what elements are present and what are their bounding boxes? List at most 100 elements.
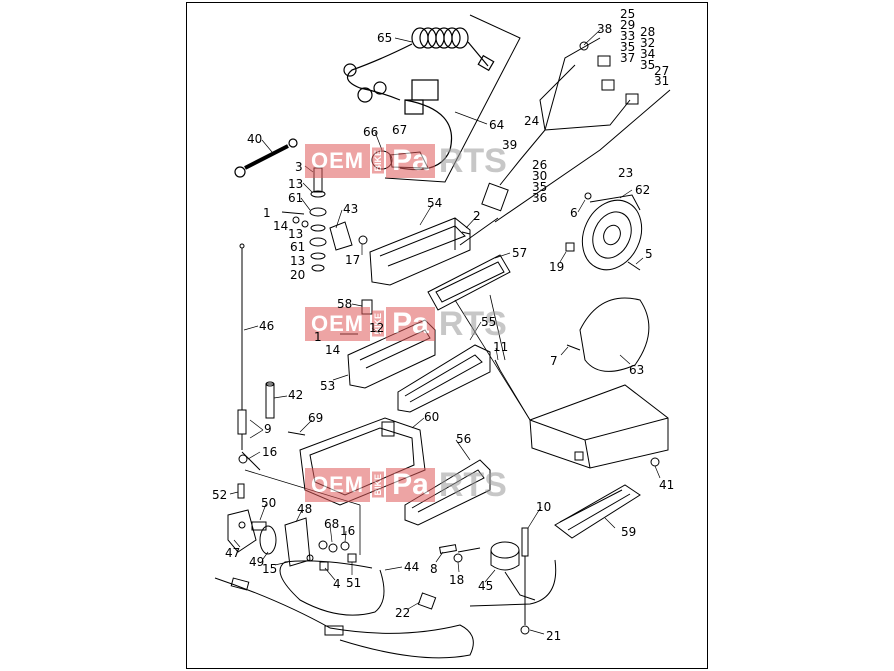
bezel-56 — [404, 459, 491, 526]
callout-61: 61 — [288, 191, 304, 205]
label-leaders — [229, 29, 661, 635]
callout-1: 1 — [314, 330, 322, 344]
callout-27: 27 — [654, 64, 670, 78]
callout-66: 66 — [363, 125, 379, 139]
diagram-frame — [186, 2, 708, 669]
radio-unit — [529, 384, 669, 469]
callout-49: 49 — [249, 555, 265, 569]
callout-35: 35 — [640, 58, 656, 72]
watermark-pa: Pa — [386, 144, 435, 178]
callout-61: 61 — [290, 240, 306, 254]
bezel-57 — [427, 254, 511, 311]
bracket-43 — [329, 221, 353, 251]
speaker-62 — [581, 194, 643, 271]
callout-10: 10 — [536, 500, 552, 514]
hardware-stack — [281, 167, 327, 272]
callout-8: 8 — [430, 562, 438, 576]
ground-strap-40 — [234, 138, 298, 178]
callout-29: 29 — [620, 18, 636, 32]
callout-16: 16 — [340, 524, 356, 538]
watermark-oem: OEM — [305, 307, 371, 341]
callout-21: 21 — [546, 629, 562, 643]
callout-60: 60 — [424, 410, 440, 424]
watermark-bike: BIKE — [372, 148, 385, 174]
callout-11: 11 — [493, 340, 509, 354]
horn-45 — [490, 541, 536, 601]
callout-2: 2 — [473, 209, 481, 223]
callout-3: 3 — [295, 160, 303, 174]
callout-9: 9 — [264, 422, 272, 436]
callout-26: 26 — [532, 158, 548, 172]
callout-63: 63 — [629, 363, 645, 377]
antenna-46 — [237, 243, 261, 471]
cable-44 — [214, 560, 474, 659]
callout-69: 69 — [308, 411, 324, 425]
callout-39: 39 — [502, 138, 518, 152]
callout-67: 67 — [392, 123, 408, 137]
callout-28: 28 — [640, 25, 656, 39]
watermark-3: OEM BIKE Pa RTS — [305, 466, 507, 504]
callout-40: 40 — [247, 132, 263, 146]
callout-14: 14 — [273, 219, 289, 233]
callout-62: 62 — [635, 183, 651, 197]
callout-36: 36 — [532, 191, 548, 205]
speaker-cover-63 — [566, 297, 650, 372]
callout-47: 47 — [225, 546, 241, 560]
callout-12: 12 — [369, 321, 385, 335]
mount-47 — [227, 509, 311, 567]
callout-45: 45 — [478, 579, 494, 593]
callout-17: 17 — [345, 253, 361, 267]
harness-23 — [459, 37, 671, 246]
callout-32: 32 — [640, 36, 656, 50]
callout-57: 57 — [512, 246, 528, 260]
callout-16: 16 — [262, 445, 278, 459]
callout-42: 42 — [288, 388, 304, 402]
callout-19: 19 — [549, 260, 565, 274]
callout-68: 68 — [324, 517, 340, 531]
callout-38: 38 — [597, 22, 613, 36]
callout-48: 48 — [297, 502, 313, 516]
housing-54 — [369, 217, 471, 286]
watermark-rts: RTS — [438, 465, 507, 504]
watermark-2: OEM BIKE Pa RTS — [305, 305, 507, 343]
callout-56: 56 — [456, 432, 472, 446]
callout-15: 15 — [262, 562, 278, 576]
callout-25: 25 — [620, 7, 636, 21]
callout-20: 20 — [290, 268, 306, 282]
callout-14: 14 — [325, 343, 341, 357]
callout-22: 22 — [395, 606, 411, 620]
watermark-oem: OEM — [305, 468, 371, 502]
callout-51: 51 — [346, 576, 362, 590]
watermark-bike: BIKE — [372, 472, 385, 498]
callout-55: 55 — [481, 315, 497, 329]
callout-46: 46 — [259, 319, 275, 333]
watermark-pa: Pa — [386, 307, 435, 341]
callout-53: 53 — [320, 379, 336, 393]
callout-37: 37 — [620, 51, 636, 65]
callout-33: 33 — [620, 29, 636, 43]
bezel-55 — [397, 344, 491, 413]
callout-5: 5 — [645, 247, 653, 261]
callout-59: 59 — [621, 525, 637, 539]
watermark-pa: Pa — [386, 468, 435, 502]
callout-64: 64 — [489, 118, 505, 132]
callout-13: 13 — [288, 177, 304, 191]
callout-35: 35 — [620, 40, 636, 54]
callout-7: 7 — [550, 354, 558, 368]
callout-30: 30 — [532, 169, 548, 183]
callout-35: 35 — [532, 180, 548, 194]
callout-6: 6 — [570, 206, 578, 220]
callout-13: 13 — [290, 254, 306, 268]
watermark-rts: RTS — [438, 141, 507, 180]
callout-18: 18 — [449, 573, 465, 587]
callout-65: 65 — [377, 31, 393, 45]
mast-42 — [265, 381, 275, 419]
callout-50: 50 — [261, 496, 277, 510]
callout-54: 54 — [427, 196, 443, 210]
callout-58: 58 — [337, 297, 353, 311]
callout-44: 44 — [404, 560, 420, 574]
bolt-10 — [520, 527, 530, 635]
callout-41: 41 — [659, 478, 675, 492]
callout-1: 1 — [263, 206, 271, 220]
callout-4: 4 — [333, 577, 341, 591]
